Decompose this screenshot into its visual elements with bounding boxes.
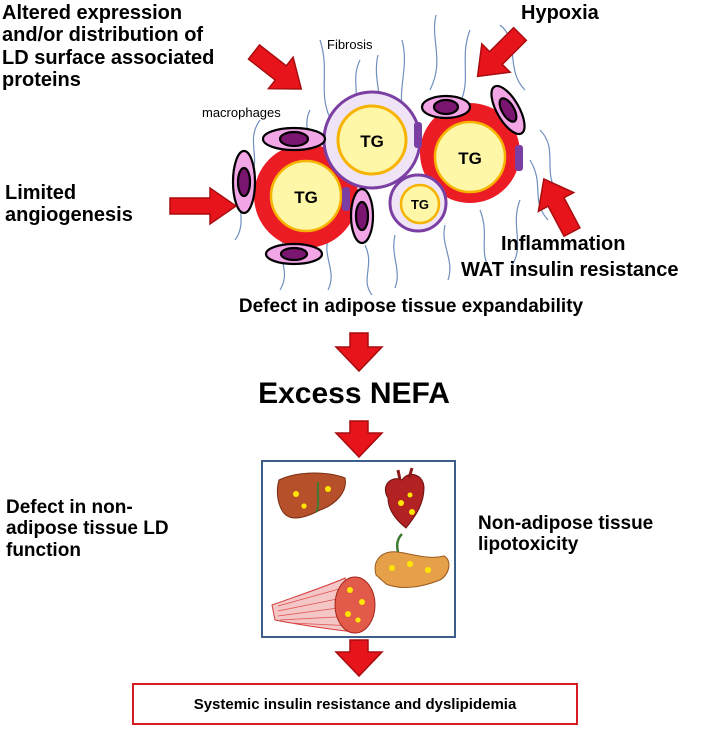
arrow-altered (247, 43, 303, 90)
wat-insulin-resistance-label: WAT insulin resistance (461, 259, 679, 281)
pancreas-icon (374, 533, 450, 588)
adipocyte-left (254, 144, 358, 248)
arrows (169, 26, 581, 678)
heart-icon (384, 467, 425, 529)
adipocyte-top (322, 90, 422, 190)
lipotoxicity-label: Non-adipose tissue lipotoxicity (478, 513, 654, 556)
altered-expression-label: Altered expression and/or distribution o… (2, 2, 215, 92)
arrow-inflammation (537, 177, 581, 238)
fibrosis-label: Fibrosis (327, 37, 373, 52)
macrophage (231, 149, 257, 215)
outcome-label: Systemic insulin resistance and dyslipid… (193, 695, 517, 713)
arrow-hypoxia (476, 26, 528, 78)
inflammation-label: Inflammation (501, 233, 626, 255)
macrophage (420, 94, 472, 120)
tg-label: TG (458, 149, 482, 168)
macrophage (261, 126, 327, 152)
arrow-down-2 (334, 420, 384, 459)
hypoxia-label: Hypoxia (521, 2, 599, 24)
defect-nonadipose-label: Defect in non- adipose tissue LD functio… (6, 497, 169, 561)
muscle-icon (271, 576, 376, 634)
excess-nefa-label: Excess NEFA (258, 377, 450, 410)
macrophages (231, 84, 526, 266)
limited-angiogenesis-label: Limited angiogenesis (5, 182, 133, 227)
liver-icon (276, 472, 346, 519)
arrow-angiogenesis (169, 186, 238, 226)
adipocyte-small (388, 173, 448, 233)
macrophages-label: macrophages (202, 105, 281, 120)
tg-label: TG (360, 132, 384, 151)
defect-adipose-label: Defect in adipose tissue expandability (238, 296, 584, 317)
outcome-box: Systemic insulin resistance and dyslipid… (132, 683, 578, 725)
macrophage (490, 84, 526, 136)
tg-label: TG (411, 197, 429, 212)
arrow-down-3 (334, 639, 384, 678)
macrophage (349, 187, 375, 245)
macrophage (264, 242, 324, 266)
tg-label: TG (294, 188, 318, 207)
arrow-down-1 (334, 332, 384, 373)
adipocyte-right (414, 103, 523, 203)
